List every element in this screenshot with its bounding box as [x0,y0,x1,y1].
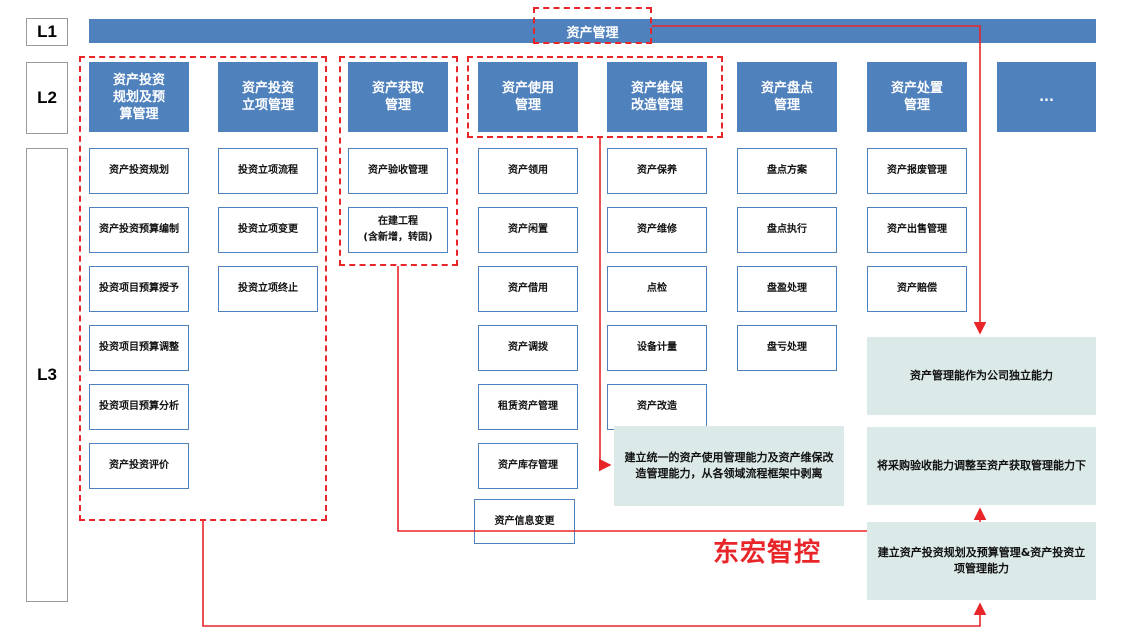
l3-asset-upkeep[interactable]: 资产保养 [607,148,707,194]
asset-management-bar: 资产管理 [89,19,1096,43]
l2-acquisition[interactable]: 资产获取 管理 [348,62,448,132]
arrow-to-usage-note [598,138,612,472]
l3-loss-handling[interactable]: 盘亏处理 [737,325,837,371]
note-usage-maintenance: 建立统一的资产使用管理能力及资产维保改造管理能力，从各领域流程框架中剥离 [614,426,844,506]
level-label-l2: L2 [26,62,68,134]
highlight-acquisition-group [339,56,458,266]
l3-asset-requisition[interactable]: 资产领用 [478,148,578,194]
note-independent-capability: 资产管理能作为公司独立能力 [867,337,1096,415]
l3-count-plan[interactable]: 盘点方案 [737,148,837,194]
l3-leased-assets[interactable]: 租赁资产管理 [478,384,578,430]
l3-budget-grant[interactable]: 投资项目预算授予 [89,266,189,312]
l3-asset-info-change[interactable]: 资产信息变更 [474,499,575,544]
l3-approval-process[interactable]: 投资立项流程 [218,148,318,194]
l3-asset-borrowing[interactable]: 资产借用 [478,266,578,312]
level-label-l1: L1 [26,18,68,46]
l3-investment-evaluation[interactable]: 资产投资评价 [89,443,189,489]
l3-budget-preparation[interactable]: 资产投资预算编制 [89,207,189,253]
l2-usage[interactable]: 资产使用 管理 [478,62,578,132]
l3-construction-in-progress[interactable]: 在建工程 (含新增，转固) [348,207,448,253]
asset-management-title: 资产管理 [566,25,619,41]
l3-budget-analysis[interactable]: 投资项目预算分析 [89,384,189,430]
l3-approval-termination[interactable]: 投资立项终止 [218,266,318,312]
l2-inventory[interactable]: 资产盘点 管理 [737,62,837,132]
arrow-to-independent-note [652,25,987,335]
note-investment-capability: 建立资产投资规划及预算管理&资产投资立项管理能力 [867,522,1096,600]
highlight-usage-maintenance-group [467,56,723,138]
l2-investment-planning[interactable]: 资产投资 规划及预 算管理 [89,62,189,132]
l3-scrap-management[interactable]: 资产报废管理 [867,148,967,194]
arrow-to-investment-note [202,521,987,627]
l2-more[interactable]: ... [997,62,1096,132]
arrow-to-procurement-note [397,266,867,532]
l3-sale-management[interactable]: 资产出售管理 [867,207,967,253]
l3-surplus-handling[interactable]: 盘盈处理 [737,266,837,312]
watermark-text: 东宏智控 [713,538,822,568]
l3-asset-idle[interactable]: 资产闲置 [478,207,578,253]
highlight-asset-management [533,7,652,44]
l3-spot-check[interactable]: 点检 [607,266,707,312]
l3-asset-inventory-stock[interactable]: 资产库存管理 [478,443,578,489]
l3-approval-change[interactable]: 投资立项变更 [218,207,318,253]
l2-maintenance[interactable]: 资产维保 改造管理 [607,62,707,132]
level-label-l3: L3 [26,148,68,602]
l3-acceptance-management[interactable]: 资产验收管理 [348,148,448,194]
l3-budget-adjustment[interactable]: 投资项目预算调整 [89,325,189,371]
l3-asset-repair[interactable]: 资产维修 [607,207,707,253]
highlight-investment-group [79,56,327,521]
l3-equipment-metering[interactable]: 设备计量 [607,325,707,371]
note-procurement-acceptance: 将采购验收能力调整至资产获取管理能力下 [867,427,1096,505]
l2-disposal[interactable]: 资产处置 管理 [867,62,967,132]
l3-investment-planning[interactable]: 资产投资规划 [89,148,189,194]
l3-count-execution[interactable]: 盘点执行 [737,207,837,253]
l3-asset-compensation[interactable]: 资产赔偿 [867,266,967,312]
l3-asset-transfer[interactable]: 资产调拨 [478,325,578,371]
l2-project-approval[interactable]: 资产投资 立项管理 [218,62,318,132]
